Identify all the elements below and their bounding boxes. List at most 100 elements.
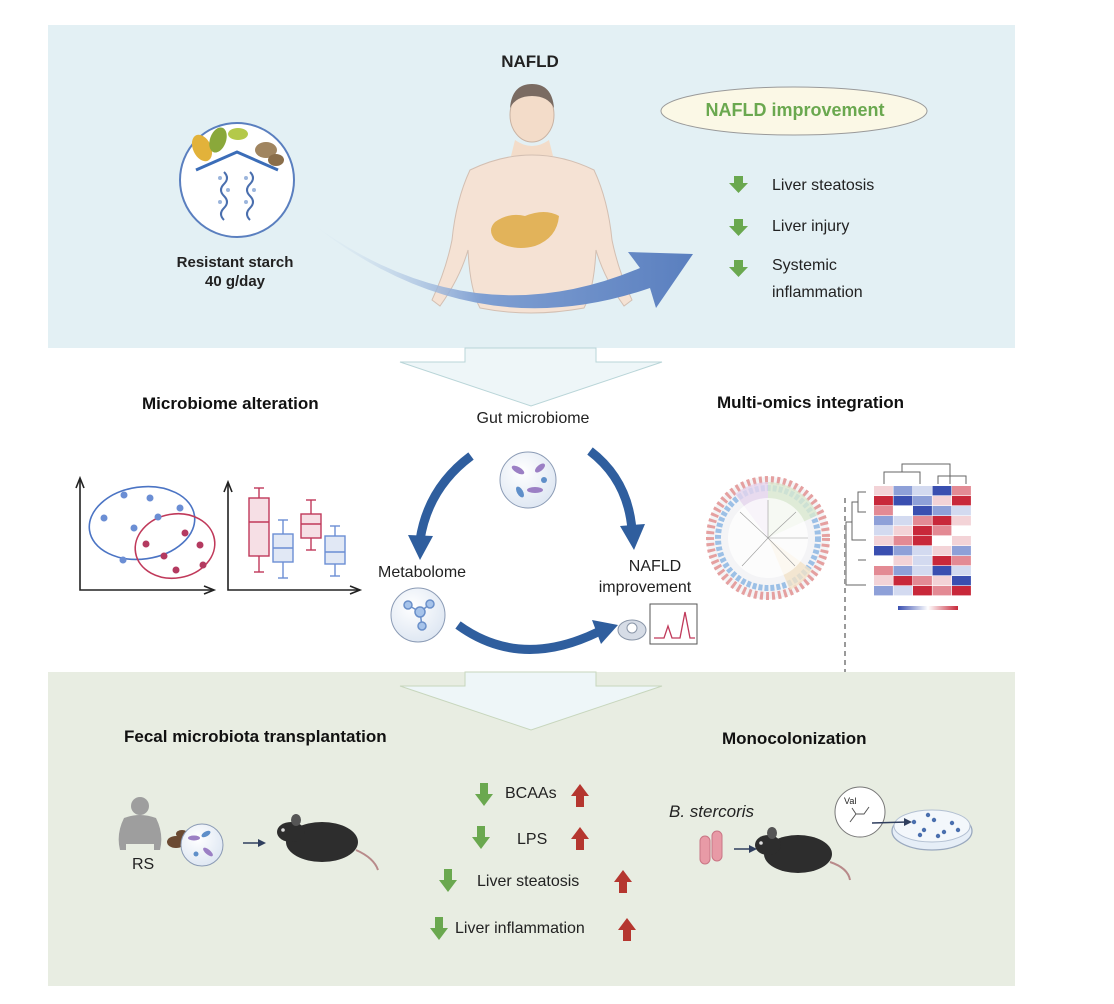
marker-label-1: BCAAs xyxy=(505,785,557,802)
valine-label: Val xyxy=(844,796,857,806)
microbiome-alteration-title: Microbiome alteration xyxy=(142,394,319,413)
heatmap-cell xyxy=(932,586,952,596)
heatmap-cell xyxy=(952,576,971,586)
outcome-item-3-line2: inflammation xyxy=(772,284,863,301)
heatmap-cell xyxy=(874,486,893,496)
marker-3-right-up-arrow xyxy=(614,870,632,893)
heatmap-cell xyxy=(913,586,932,596)
marker-arrows xyxy=(430,783,636,941)
transfer-arrow-mono xyxy=(734,845,757,853)
cycle-top-label: Gut microbiome xyxy=(476,410,590,427)
down-arrow-top-to-middle xyxy=(399,347,663,407)
marker-4-right-up-arrow xyxy=(618,918,636,941)
marker-label-3: Liver steatosis xyxy=(477,873,580,890)
alpha-diversity-boxplot xyxy=(223,479,363,595)
cycle-left-label: Metabolome xyxy=(378,564,467,581)
intervention-label-line2: 40 g/day xyxy=(204,273,266,290)
heatmap-cell xyxy=(893,536,913,546)
heatmap-cell xyxy=(932,496,952,506)
fmt-title: Fecal microbiota transplantation xyxy=(124,727,387,746)
heatmap-cell xyxy=(874,566,893,576)
heatmap-legend xyxy=(898,606,958,610)
heatmap-cell xyxy=(932,566,952,576)
heatmap-cell xyxy=(913,526,932,536)
heatmap-cell xyxy=(913,546,932,556)
heatmap-cell xyxy=(952,566,971,576)
heatmap-cell xyxy=(874,526,893,536)
heatmap-cell xyxy=(874,586,893,596)
outcome-item-1: Liver steatosis xyxy=(772,177,875,194)
heatmap-cell xyxy=(893,556,913,566)
donor-label: RS xyxy=(132,856,155,873)
mouse-fmt xyxy=(277,814,379,871)
beta-diversity-plot xyxy=(75,475,217,595)
cycle-right-label-line2: improvement xyxy=(598,579,692,596)
heatmap-cell xyxy=(874,496,893,506)
heatmap-cell xyxy=(893,496,913,506)
sweep-arrow xyxy=(310,222,693,309)
heatmap-cell xyxy=(893,526,913,536)
heatmap-cell xyxy=(913,566,932,576)
marker-1-right-up-arrow xyxy=(571,784,589,807)
petri-dish xyxy=(891,809,973,851)
heatmap-cell xyxy=(952,536,971,546)
heatmap-cell xyxy=(952,496,971,506)
heatmap-cell xyxy=(913,516,932,526)
heatmap-cell xyxy=(874,506,893,516)
patient-figure xyxy=(431,84,633,314)
top-down-arrows xyxy=(729,176,748,277)
gut-microbiome-ball xyxy=(499,451,557,509)
metabolome-ball xyxy=(390,587,446,643)
heatmap-cell xyxy=(874,516,893,526)
cycle-arrowheads xyxy=(408,524,645,644)
heatmap-cell xyxy=(913,536,932,546)
heatmap-cell xyxy=(874,576,893,586)
heatmap-cell xyxy=(874,556,893,566)
heatmap-cell xyxy=(952,526,971,536)
heatmap-cell xyxy=(913,486,932,496)
marker-4-left-down-arrow xyxy=(430,917,448,940)
heatmap-cell xyxy=(913,506,932,516)
heatmap-dendrogram xyxy=(845,463,967,586)
intervention-label-line1: Resistant starch xyxy=(176,254,294,271)
cycle-right-label-line1: NAFLD xyxy=(628,558,682,575)
outcome-item-3-line1: Systemic xyxy=(772,257,837,274)
microbiota-ball xyxy=(180,823,224,867)
donor-figure xyxy=(118,797,162,850)
bacterium-capsules xyxy=(699,830,723,865)
mouse-mono xyxy=(755,827,851,881)
down-arrow-middle-to-bottom xyxy=(399,671,663,731)
monocolonization-title: Monocolonization xyxy=(722,729,867,748)
heatmap-cell xyxy=(952,486,971,496)
valine-transfer-arrow xyxy=(871,818,912,826)
heatmap-cell xyxy=(893,566,913,576)
heatmap-cell xyxy=(932,546,952,556)
heatmap-cell xyxy=(932,486,952,496)
heatmap-cell xyxy=(952,506,971,516)
heatmap-cell xyxy=(952,516,971,526)
heatmap-cell xyxy=(952,556,971,566)
heatmap-cell xyxy=(874,536,893,546)
marker-label-2: LPS xyxy=(517,831,548,848)
heatmap-cell xyxy=(874,546,893,556)
bacterium-label: B. stercoris xyxy=(669,802,755,821)
heatmap-cell xyxy=(952,546,971,556)
nafld-improvement-ellipse xyxy=(660,86,928,136)
cycle-arrows xyxy=(415,447,637,654)
marker-2-left-down-arrow xyxy=(472,826,490,849)
heatmap-cell xyxy=(893,516,913,526)
valine-molecule-bubble xyxy=(834,786,886,838)
heatmap-cell xyxy=(913,496,932,506)
heatmap-cell xyxy=(932,506,952,516)
marker-label-4: Liver inflammation xyxy=(455,920,585,937)
heatmap xyxy=(874,486,971,596)
heatmap-cell xyxy=(893,546,913,556)
heatmap-cell xyxy=(932,516,952,526)
heatmap-cell xyxy=(913,576,932,586)
outcome-title: NAFLD improvement xyxy=(705,100,885,120)
phylogenetic-tree xyxy=(706,476,830,600)
heatmap-cell xyxy=(893,486,913,496)
heatmap-cell xyxy=(893,576,913,586)
top-title: NAFLD xyxy=(501,52,559,71)
heatmap-cell xyxy=(932,576,952,586)
